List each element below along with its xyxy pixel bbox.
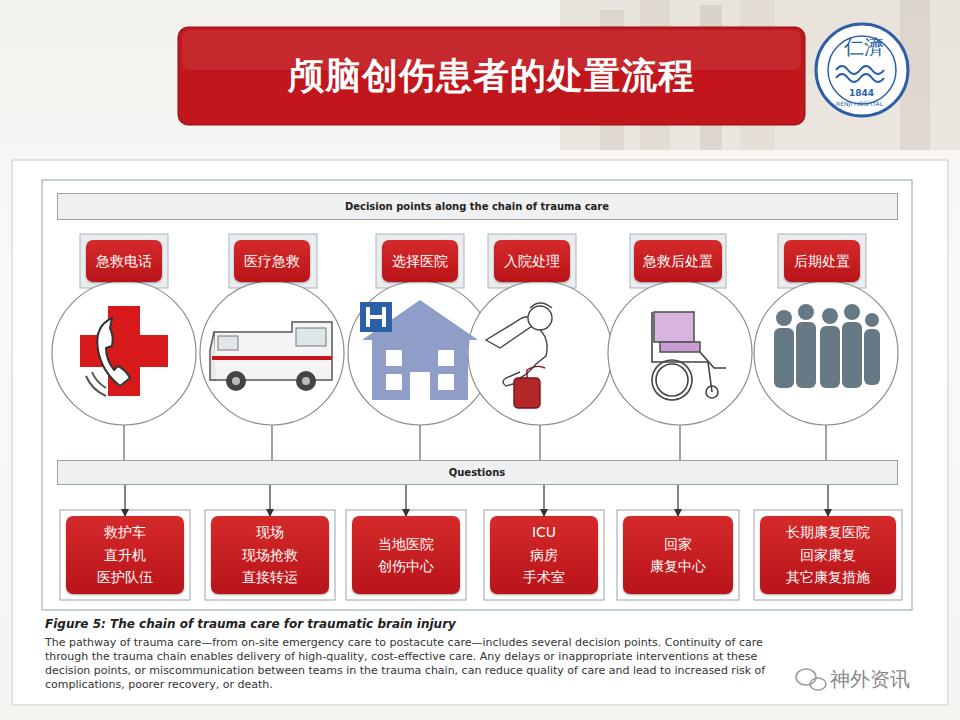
node-text: 医疗急救	[244, 250, 300, 272]
figure-caption: Figure 5: The chain of trauma care for t…	[45, 617, 456, 631]
node-text: 其它康复措施	[786, 566, 870, 588]
node-text: 长期康复医院	[786, 521, 870, 543]
flow-arrow	[405, 485, 406, 516]
answer-backing	[60, 510, 902, 600]
stage-box: 现场现场抢救直接转运	[211, 516, 329, 594]
node-text: 康复中心	[650, 555, 706, 577]
node-text: 手术室	[523, 566, 565, 588]
logo-year: 1844	[849, 88, 874, 98]
stage-box: 后期处置	[784, 240, 860, 282]
stage-box: 当地医院创伤中心	[352, 516, 460, 594]
node-text: 病房	[530, 544, 558, 566]
hospital-icon	[360, 300, 478, 400]
figure-panel	[12, 160, 948, 705]
stage-box: 急救电话	[86, 240, 162, 282]
flow-arrow	[124, 485, 125, 516]
logo-name: RENJI HOSPITAL	[836, 100, 883, 107]
node-text: 现场	[256, 521, 284, 543]
stage-box: 选择医院	[382, 240, 458, 282]
people-icon	[774, 304, 880, 388]
node-text: 现场抢救	[242, 544, 298, 566]
node-text: ICU	[532, 521, 556, 543]
figure-frame	[42, 180, 912, 610]
node-text: 救护车	[104, 521, 146, 543]
watermark-icon	[796, 669, 826, 690]
slide-title: 颅脑创伤患者的处置流程	[178, 27, 805, 125]
node-text: Questions	[449, 467, 506, 478]
flow-arrow	[827, 485, 828, 516]
wheelchair-icon	[652, 312, 726, 400]
node-text: 创伤中心	[378, 555, 434, 577]
label-backing	[80, 234, 866, 288]
node-text: Decision points along the chain of traum…	[345, 201, 609, 212]
emergency-call-icon	[80, 306, 168, 396]
stage-box: ICU病房手术室	[490, 516, 598, 594]
header-band: Questions	[57, 460, 898, 485]
node-text: 当地医院	[378, 533, 434, 555]
caption-body: The pathway of trauma care—from on-site …	[45, 636, 785, 692]
stage-circles	[52, 281, 898, 425]
node-text: 直接转运	[242, 566, 298, 588]
title-banner	[178, 27, 805, 125]
node-text: 入院处理	[504, 250, 560, 272]
node-text: 医护队伍	[97, 566, 153, 588]
stage-box: 入院处理	[494, 240, 570, 282]
node-text: 急救电话	[96, 250, 152, 272]
watermark: 神外资讯	[830, 666, 910, 693]
node-text: 选择医院	[392, 250, 448, 272]
stage-box: 回家康复中心	[623, 516, 733, 594]
stage-box: 急救后处置	[634, 240, 722, 282]
flow-arrow	[543, 485, 544, 516]
node-text: 直升机	[104, 544, 146, 566]
node-text: 后期处置	[794, 250, 850, 272]
stage-box: 救护车直升机医护队伍	[66, 516, 184, 594]
ambulance-icon	[210, 322, 332, 391]
flow-arrow	[269, 485, 270, 516]
admission-icon	[486, 303, 552, 408]
stage-box: 长期康复医院回家康复其它康复措施	[760, 516, 896, 594]
stage-box: 医疗急救	[234, 240, 310, 282]
node-text: 回家	[664, 533, 692, 555]
node-text: 回家康复	[800, 544, 856, 566]
logo-text: 仁濟	[844, 34, 884, 61]
node-text: 急救后处置	[643, 250, 713, 272]
flow-arrow	[677, 485, 678, 516]
hospital-logo	[816, 24, 908, 116]
header-band: Decision points along the chain of traum…	[57, 193, 898, 220]
circle-lines	[124, 425, 826, 460]
